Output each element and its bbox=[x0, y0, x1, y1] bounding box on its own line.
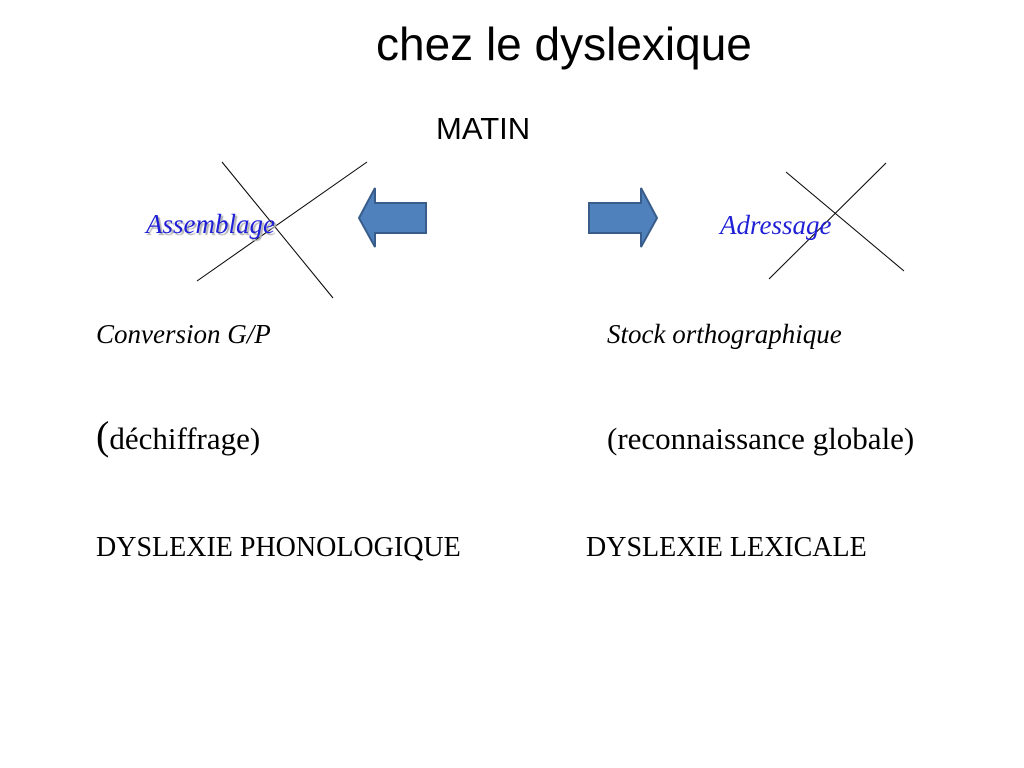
left-arrow-shape bbox=[357, 187, 427, 248]
cross-line bbox=[768, 162, 887, 280]
dyslexie-lexicale: DYSLEXIE LEXICALE bbox=[586, 532, 867, 563]
reconnaissance-text: (reconnaissance globale) bbox=[607, 421, 915, 456]
open-paren: ( bbox=[96, 413, 110, 458]
conversion-text: Conversion G/P bbox=[96, 319, 271, 349]
assemblage-label: Assemblage bbox=[146, 209, 275, 239]
slide-title: chez le dyslexique bbox=[376, 18, 752, 70]
stock-text: Stock orthographique bbox=[607, 319, 842, 349]
cross-line bbox=[196, 161, 368, 282]
cross-line bbox=[785, 171, 905, 272]
dechiffrage-word: déchiffrage) bbox=[109, 421, 261, 456]
adressage-label: Adressage bbox=[720, 210, 832, 240]
cross-line bbox=[221, 161, 334, 299]
dyslexie-phonologique: DYSLEXIE PHONOLOGIQUE bbox=[96, 532, 461, 563]
right-arrow-shape bbox=[588, 187, 659, 248]
slide-subtitle: MATIN bbox=[436, 111, 531, 146]
dechiffrage-text: (déchiffrage) bbox=[96, 414, 260, 461]
